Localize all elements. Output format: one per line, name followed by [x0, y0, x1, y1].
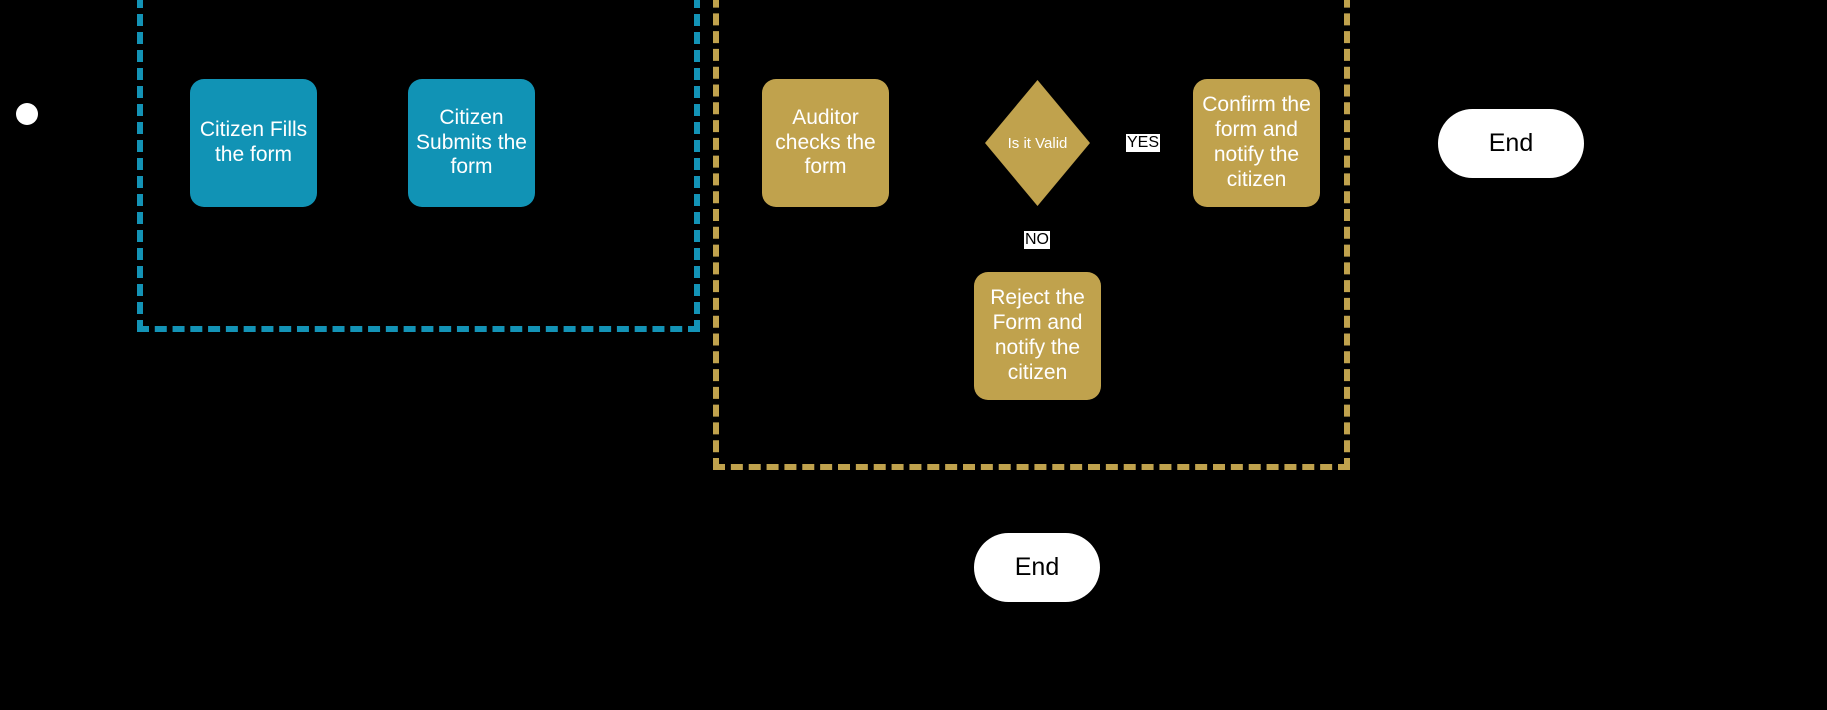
edge-label-no: NO: [1024, 231, 1050, 249]
edge-label-yes: YES: [1126, 134, 1161, 152]
task-citizen-submits-form-label: Citizen Submits the form: [416, 105, 527, 179]
task-citizen-fills-form[interactable]: Citizen Fills the form: [190, 79, 317, 207]
task-auditor-checks-form-label: Auditor checks the form: [775, 105, 876, 179]
citizen-lane-container: [137, 0, 700, 332]
end-event-bottom[interactable]: End: [974, 533, 1100, 602]
end-event-bottom-label: End: [1014, 553, 1060, 581]
end-event-right-label: End: [1488, 129, 1534, 157]
task-confirm-form[interactable]: Confirm the form and notify the citizen: [1193, 79, 1320, 207]
end-event-right[interactable]: End: [1438, 109, 1584, 178]
auditor-lane-container: [713, 0, 1350, 470]
task-reject-form[interactable]: Reject the Form and notify the citizen: [974, 272, 1101, 400]
gateway-is-it-valid[interactable]: Is it Valid: [985, 80, 1090, 206]
start-event[interactable]: [16, 103, 38, 125]
gateway-is-it-valid-label: Is it Valid: [1007, 134, 1068, 152]
task-citizen-submits-form[interactable]: Citizen Submits the form: [408, 79, 535, 207]
task-confirm-form-label: Confirm the form and notify the citizen: [1202, 93, 1311, 191]
task-auditor-checks-form[interactable]: Auditor checks the form: [762, 79, 889, 207]
task-citizen-fills-form-label: Citizen Fills the form: [199, 118, 308, 166]
task-reject-form-label: Reject the Form and notify the citizen: [990, 286, 1085, 384]
